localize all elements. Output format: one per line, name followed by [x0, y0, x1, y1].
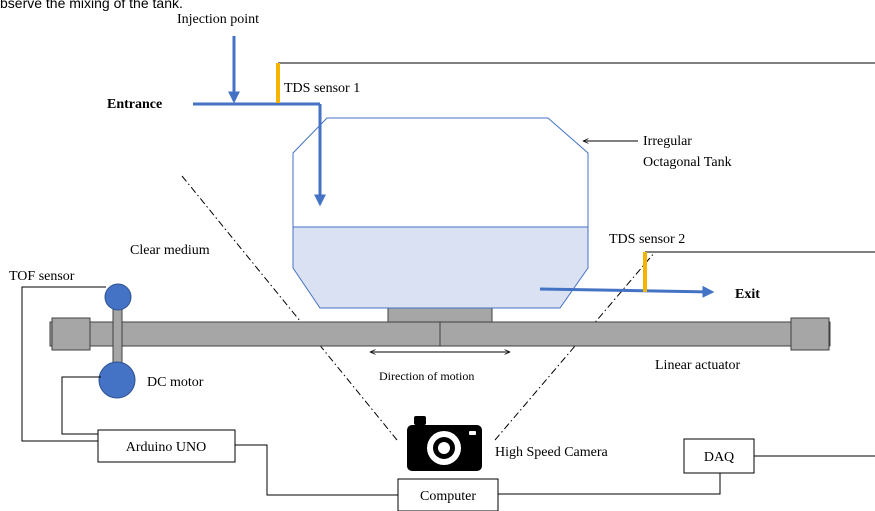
dc-motor-label: DC motor — [147, 375, 204, 390]
tof-wire — [21, 286, 106, 442]
camera-icon — [407, 416, 482, 471]
tank-label-line2: Octagonal Tank — [643, 155, 732, 170]
arduino-label: Arduino UNO — [126, 440, 207, 455]
tds-sensor-2-label: TDS sensor 2 — [609, 232, 685, 247]
exit-label: Exit — [735, 287, 760, 302]
tank-carriage — [387, 307, 493, 323]
dc-motor — [98, 361, 136, 399]
exit-arrow — [539, 285, 715, 298]
arduino-box — [97, 429, 236, 463]
actuator-end-block-left — [51, 317, 91, 351]
daq-box — [683, 438, 755, 474]
clear-medium-label: Clear medium — [130, 243, 210, 258]
camera-view-line-left — [181, 175, 398, 441]
computer-box — [397, 478, 499, 511]
tof-sensor-label: TOF sensor — [9, 269, 75, 284]
octagonal-tank — [292, 117, 589, 309]
entrance-label: Entrance — [107, 97, 162, 112]
tds-sensor-2 — [643, 252, 647, 292]
tds-sensor-1-label: TDS sensor 1 — [284, 81, 360, 96]
tank-label-line1: Irregular — [643, 134, 692, 149]
motor-wire — [61, 376, 101, 435]
computer-daq-wire — [498, 473, 721, 495]
high-speed-camera-label: High Speed Camera — [495, 445, 609, 460]
caption-text: bserve the mixing of the tank. — [0, 0, 183, 11]
daq-label: DAQ — [704, 450, 734, 465]
tds-sensor-1 — [276, 63, 280, 103]
arduino-computer-wire — [235, 444, 398, 496]
direction-of-motion-label: Direction of motion — [379, 369, 474, 383]
injection-point-label: Injection point — [177, 12, 259, 27]
linear-actuator-label: Linear actuator — [655, 358, 740, 373]
tof-sensor — [104, 283, 132, 311]
actuator-end-block-right — [790, 317, 830, 351]
computer-label: Computer — [420, 489, 476, 504]
camera-view-line-right — [494, 251, 656, 441]
clear-medium-liquid — [293, 227, 588, 308]
